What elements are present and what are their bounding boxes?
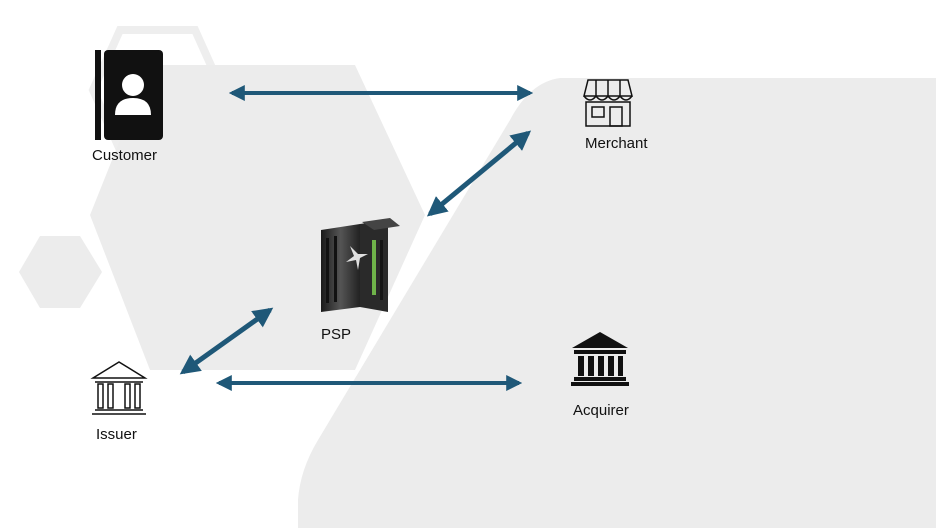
acquirer-label: Acquirer — [573, 402, 629, 419]
bank-outline-icon — [90, 361, 148, 415]
bank-filled-icon — [571, 332, 629, 386]
connection-arrows — [179, 85, 534, 391]
psp-label: PSP — [321, 326, 352, 343]
arrow-psp-issuer — [179, 307, 274, 375]
server-rack-icon — [321, 218, 400, 312]
customer-label: Customer — [92, 147, 158, 164]
hexagon-small-shape — [19, 236, 102, 308]
large-rounded-panel-shape — [298, 78, 936, 528]
arrow-merchant-psp — [426, 130, 532, 217]
issuer-label: Issuer — [96, 426, 137, 443]
storefront-icon — [583, 79, 633, 127]
customer-contact-card-icon — [95, 50, 163, 140]
merchant-label: Merchant — [585, 135, 648, 152]
